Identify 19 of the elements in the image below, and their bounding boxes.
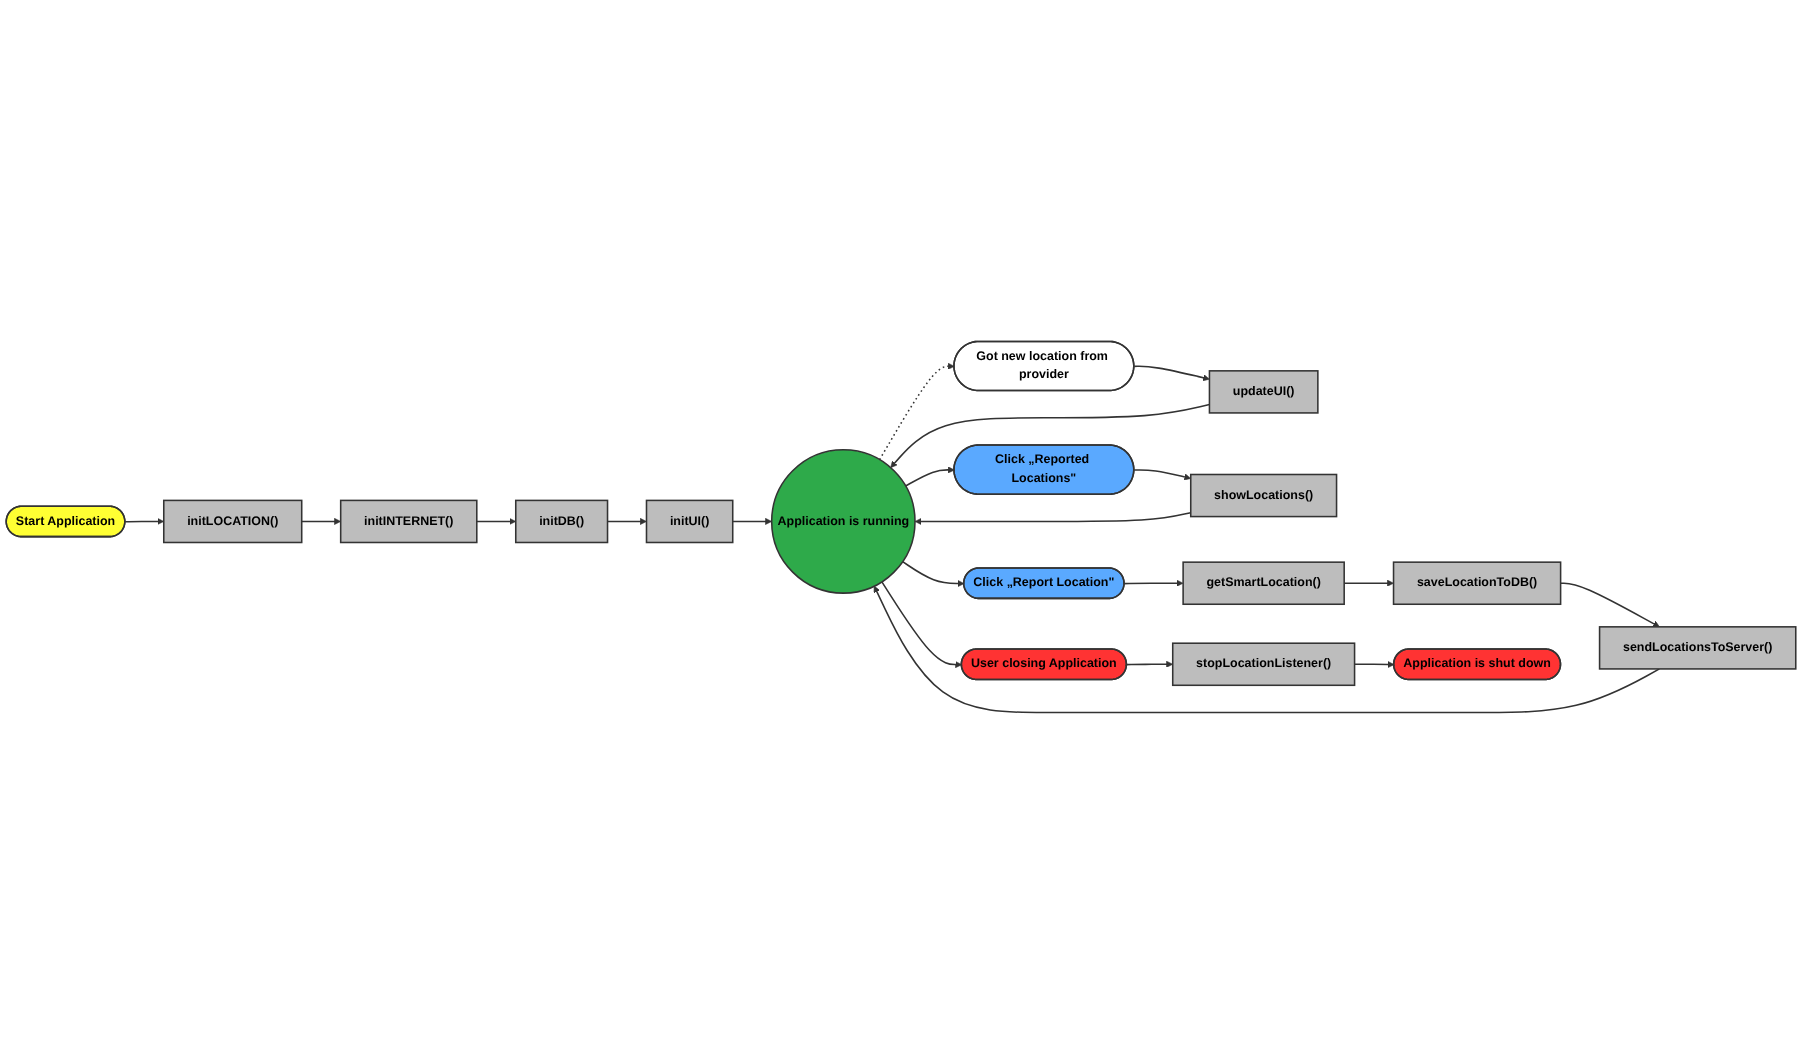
arrow (890, 403, 1211, 468)
arrow (1126, 660, 1174, 668)
arrow (476, 518, 517, 525)
arrow (606, 518, 647, 525)
arrow (901, 560, 965, 587)
arrow (1343, 579, 1394, 587)
arrow (1559, 582, 1660, 628)
arrow (1133, 365, 1210, 382)
arrow (904, 466, 955, 487)
arrow (731, 518, 772, 525)
arrow (124, 518, 165, 525)
arrow (1133, 469, 1192, 481)
arrow (914, 511, 1192, 525)
arrow (881, 581, 963, 668)
arrow (1353, 661, 1395, 668)
arrow (300, 518, 341, 525)
arrow (878, 362, 955, 461)
arrow (873, 585, 1661, 714)
arrow (1123, 579, 1184, 587)
